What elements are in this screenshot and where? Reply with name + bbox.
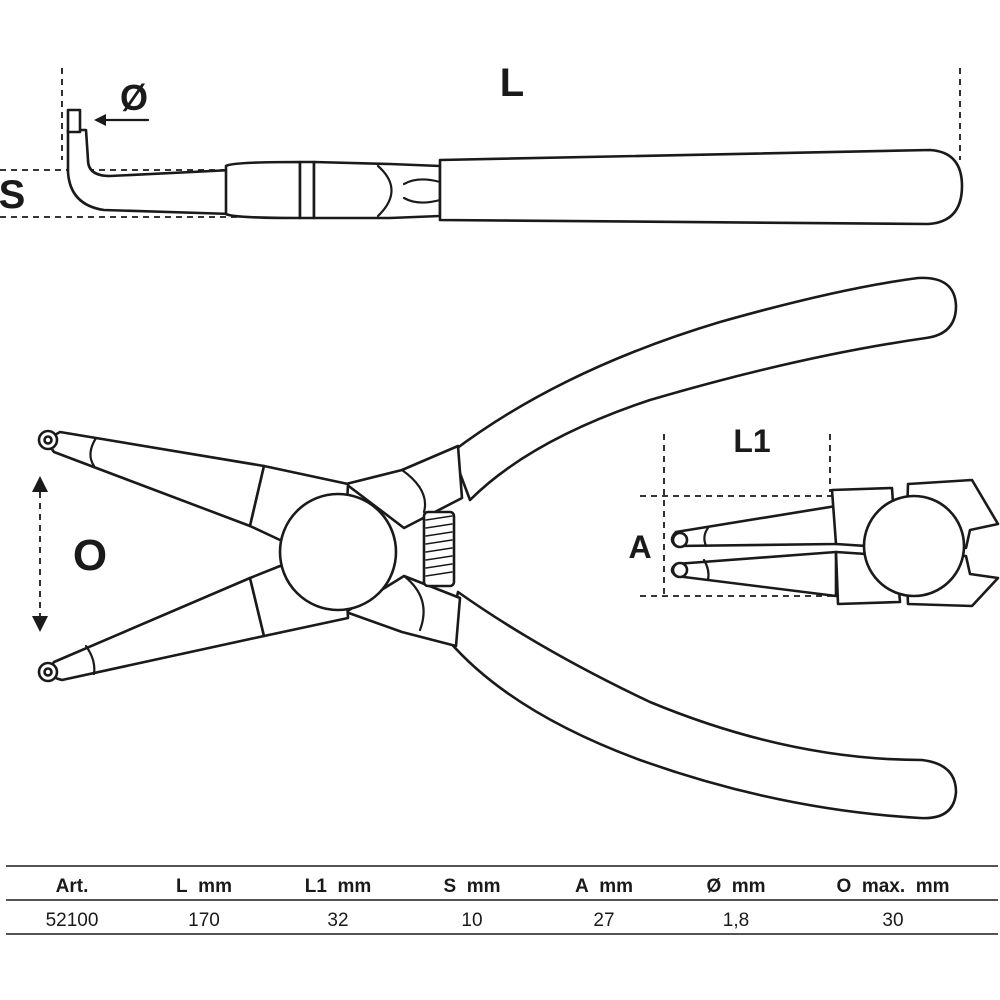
front-view: O <box>32 276 958 820</box>
table-header-cell: Ø mm <box>706 876 765 897</box>
table-header-cell: L1 mm <box>305 876 372 897</box>
detail-view: L1 A <box>628 423 1000 608</box>
detail-lower-point <box>671 561 689 579</box>
upper-arm-detail <box>400 468 427 514</box>
side-view-tip <box>66 128 234 216</box>
table-cell: 52100 <box>46 910 99 931</box>
upper-tip-hole <box>43 435 53 445</box>
diameter-arrow-head <box>94 114 106 126</box>
side-view-neck <box>312 160 442 220</box>
side-view-neck-curve <box>376 164 393 218</box>
upper-tip <box>48 430 266 528</box>
side-view-jaw <box>224 160 302 220</box>
lower-handle <box>446 590 958 820</box>
dimension-label-l1: L1 <box>733 423 770 459</box>
lower-tip <box>49 576 266 682</box>
upper-handle <box>450 276 958 502</box>
side-view-spring-bottom <box>402 196 442 204</box>
side-view-handle <box>438 148 964 226</box>
table-header-cell: O max. mm <box>837 876 950 897</box>
dimension-label-diameter: Ø <box>120 77 148 118</box>
lower-tip-ring <box>84 644 96 676</box>
table-cell: 27 <box>593 910 614 931</box>
table-header-cell: A mm <box>575 876 633 897</box>
table-header-cell: L mm <box>176 876 232 897</box>
side-view-joint <box>298 160 316 220</box>
opening-arrow-down <box>32 616 48 632</box>
detail-lower-tip <box>670 550 838 598</box>
side-view-tip-end <box>66 108 82 134</box>
dimension-label-l: L <box>500 61 524 105</box>
opening-arrow-up <box>32 476 48 492</box>
table-body: 52100 170 32 10 27 1,8 30 <box>46 910 904 931</box>
table-cell: 10 <box>461 910 482 931</box>
detail-upper-tip <box>670 504 838 548</box>
table-cell: 30 <box>882 910 903 931</box>
lower-arm-detail <box>402 574 425 632</box>
spec-table: Art. L mm L1 mm S mm A mm Ø mm O max. mm 52100… <box>6 865 998 935</box>
table-cell: 32 <box>327 910 348 931</box>
table-row: 52100 170 32 10 27 1,8 30 <box>46 910 904 931</box>
pivot-joint <box>278 492 398 612</box>
table-header-cell: S mm <box>443 876 500 897</box>
lower-arm <box>344 574 462 648</box>
side-view-spring-top <box>402 178 442 186</box>
upper-tip-ring <box>89 436 98 468</box>
detail-lower-ring <box>702 558 710 582</box>
detail-upper-point <box>671 531 689 549</box>
table-header-row: Art. L mm L1 mm S mm A mm Ø mm O max. mm <box>56 876 950 897</box>
spring-coils <box>425 515 453 577</box>
table-cell: 1,8 <box>723 910 749 931</box>
lower-tip-hole <box>43 667 53 677</box>
upper-arm <box>344 444 464 530</box>
detail-upper-ring <box>703 526 710 548</box>
detail-pivot <box>862 494 966 598</box>
table-header-cell: Art. <box>56 876 89 897</box>
dimension-label-a: A <box>628 529 651 565</box>
dimension-label-o: O <box>73 531 107 580</box>
dimension-label-s: S <box>0 173 25 217</box>
table-cell: 170 <box>188 910 220 931</box>
side-view: L Ø S <box>0 61 964 226</box>
